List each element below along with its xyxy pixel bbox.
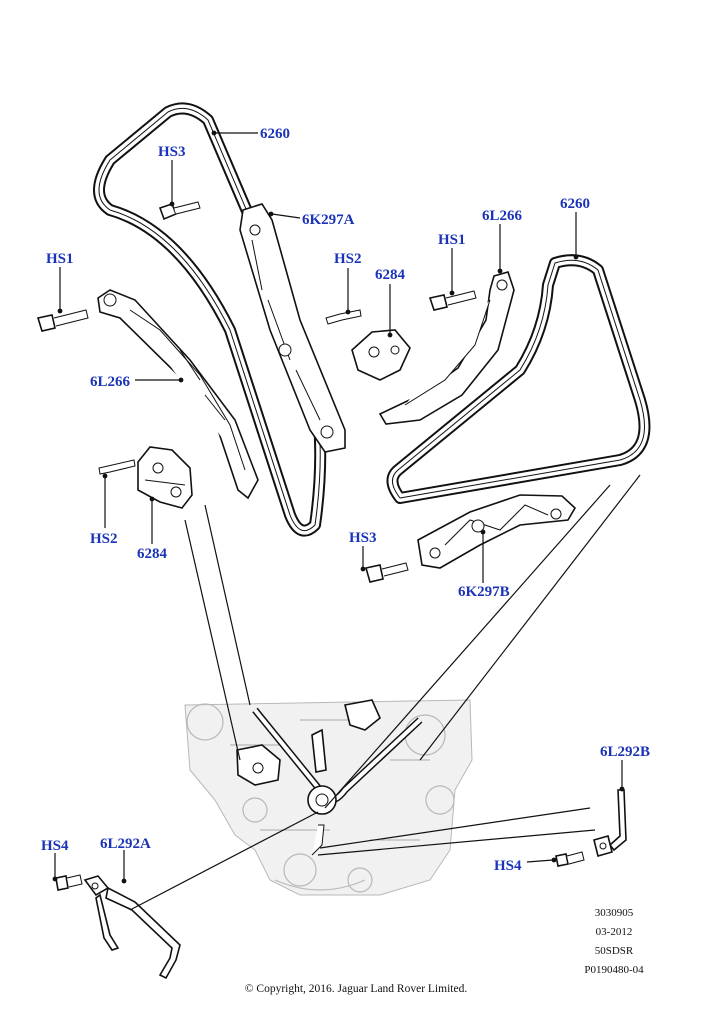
callout-6l292b: 6L292B: [600, 744, 650, 760]
callout-6284-left: 6284: [137, 546, 168, 562]
bolt-hs2-mid: [325, 309, 362, 325]
callout-hs4-right: HS4: [494, 858, 522, 874]
tensioner-arm-6l266-left: [97, 289, 259, 500]
bolt-hs4-right: [555, 851, 585, 867]
assembly-leader-lines: [129, 474, 641, 911]
bolt-hs2-left: [98, 459, 136, 475]
callout-6260-right: 6260: [560, 196, 590, 212]
callout-leaders: [52, 130, 625, 884]
bolt-hs3-top: [158, 201, 201, 221]
callout-6260-left: 6260: [260, 126, 290, 142]
callout-hs4-left: HS4: [41, 838, 69, 854]
reference-illustration-id: P0190480-04: [584, 964, 644, 976]
timing-chain-right: [386, 254, 651, 504]
callout-6l266-right: 6L266: [482, 208, 523, 224]
callout-labels: 6260 HS3 6K297A HS1 HS2 6284 HS1 6L266 6…: [41, 126, 650, 874]
callout-hs2-mid: HS2: [334, 251, 362, 267]
chain-tensioner-6284-right: [351, 329, 411, 381]
chain-guide-6k297b: [417, 494, 577, 569]
callout-6k297b: 6K297B: [458, 584, 510, 600]
reference-block: 3030905 03-2012 50SDSR P0190480-04: [584, 907, 644, 976]
callout-hs3-bottom: HS3: [349, 530, 377, 546]
reference-model: 50SDSR: [595, 945, 634, 957]
bolt-hs4-left: [55, 874, 83, 891]
callout-hs1-left: HS1: [46, 251, 74, 267]
engine-block-illustration: [184, 699, 473, 896]
oil-tube-6l292b: [593, 789, 627, 857]
callout-hs1-right: HS1: [438, 232, 466, 248]
reference-date: 03-2012: [596, 926, 633, 938]
copyright-notice: © Copyright, 2016. Jaguar Land Rover Lim…: [245, 983, 468, 995]
callout-6l292a: 6L292A: [100, 836, 151, 852]
bolt-hs1-left: [36, 309, 89, 332]
bolt-hs1-right: [428, 290, 477, 311]
callout-6k297a: 6K297A: [302, 212, 355, 228]
bolt-hs3-bottom: [364, 562, 409, 583]
chain-tensioner-6284-left: [137, 446, 193, 509]
callout-6l266-left: 6L266: [90, 374, 131, 390]
oil-tube-6l292a: [83, 875, 181, 980]
tensioner-arm-6l266-right: [378, 271, 515, 425]
chain-guide-6k297a: [239, 203, 346, 453]
callout-hs2-left: HS2: [90, 531, 118, 547]
reference-code: 3030905: [595, 907, 634, 919]
callout-6284-right: 6284: [375, 267, 406, 283]
callout-hs3-top: HS3: [158, 144, 186, 160]
